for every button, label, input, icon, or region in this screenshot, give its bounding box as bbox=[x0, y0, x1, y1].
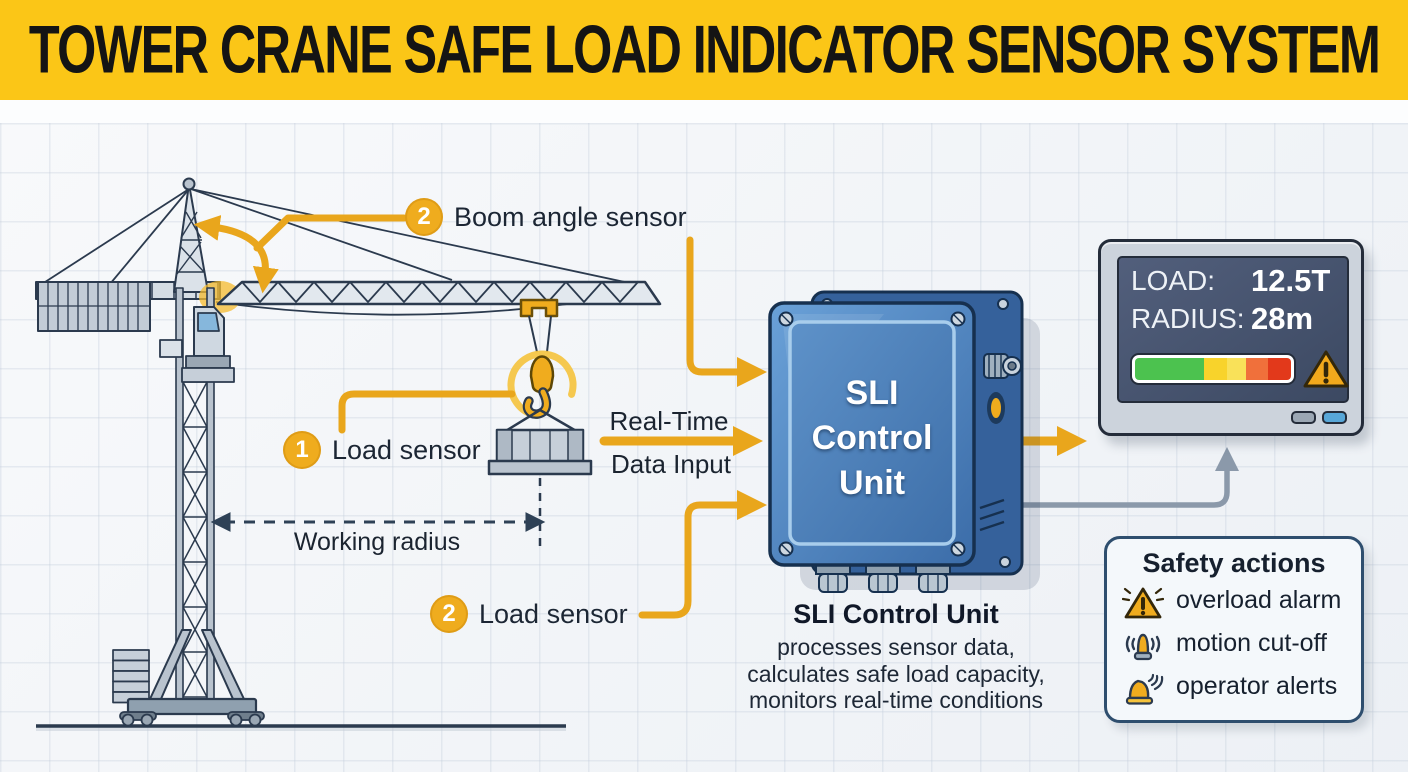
radius-label: RADIUS: bbox=[1131, 303, 1245, 334]
sli-enclosure bbox=[768, 290, 1040, 593]
gauge-segment bbox=[1245, 358, 1268, 380]
working-radius-label: Working radius bbox=[293, 528, 461, 556]
load-sensor-1-label: Load sensor bbox=[332, 434, 481, 465]
sli-caption: SLI Control Unit processes sensor data, … bbox=[716, 599, 1076, 714]
boom-angle-indicator bbox=[193, 214, 408, 294]
header-divider bbox=[0, 100, 1408, 123]
gauge-segment bbox=[1203, 358, 1228, 380]
suspended-load bbox=[487, 428, 593, 476]
badge-2b: 2 bbox=[430, 595, 468, 633]
cable-glands bbox=[815, 564, 951, 593]
realtime-label-line2: Data Input bbox=[611, 449, 731, 479]
gauge-segment bbox=[1135, 358, 1204, 380]
radius-value: 28m bbox=[1251, 301, 1314, 336]
load-value: 12.5T bbox=[1251, 263, 1331, 298]
callout-load-sensor-2: 2 Load sensor bbox=[430, 595, 628, 633]
crane-cables bbox=[41, 188, 653, 316]
badge-1: 1 bbox=[283, 431, 321, 469]
lead-boom-angle-to-sli bbox=[686, 236, 767, 387]
badge-2: 2 bbox=[405, 198, 443, 236]
front-screws bbox=[778, 311, 966, 557]
operator-cab bbox=[159, 306, 235, 383]
lead-load-sensor-2-to-sli bbox=[638, 490, 767, 619]
safety-actions-title: Safety actions bbox=[1142, 548, 1326, 578]
safety-actions-panel: Safety actions overload alarm motion cut… bbox=[1104, 536, 1364, 723]
jib-boom bbox=[216, 280, 662, 306]
realtime-label-line1: Real-Time bbox=[609, 406, 729, 436]
safety-item-overload-alarm: overload alarm bbox=[1107, 579, 1361, 622]
ground-line bbox=[36, 724, 566, 731]
load-sensor-2-label: Load sensor bbox=[479, 598, 628, 629]
boom-angle-sensor-label: Boom angle sensor bbox=[454, 201, 687, 232]
warning-triangle-icon bbox=[1303, 350, 1349, 388]
callout-load-sensor-1: 1 Load sensor bbox=[283, 431, 481, 469]
safety-item-operator-alerts: operator alerts bbox=[1107, 665, 1361, 708]
feedback-arrow bbox=[1017, 447, 1239, 508]
sli-box-title: SLI Control Unit bbox=[811, 374, 933, 502]
hook-assembly bbox=[503, 298, 579, 434]
vent-slots bbox=[979, 498, 1005, 532]
crane-illustration bbox=[35, 177, 662, 727]
working-radius-arrow bbox=[210, 478, 546, 550]
title-banner: TOWER CRANE SAFE LOAD INDICATOR SENSOR S… bbox=[0, 0, 1408, 100]
gauge-segment bbox=[1227, 358, 1246, 380]
alarm-horn-icon bbox=[1125, 673, 1164, 705]
load-gauge bbox=[1130, 353, 1296, 385]
display-button-gray[interactable] bbox=[1291, 411, 1316, 424]
cable-connector bbox=[983, 353, 1022, 379]
siren-icon bbox=[1125, 633, 1161, 660]
lead-load-sensor-1 bbox=[338, 390, 516, 434]
callout-boom-angle-sensor: 2 Boom angle sensor bbox=[405, 198, 687, 236]
gauge-segment bbox=[1267, 358, 1292, 380]
sli-caption-title: SLI Control Unit bbox=[793, 599, 999, 629]
cab-window bbox=[197, 312, 220, 332]
sli-display-monitor: LOAD: 12.5T RADIUS: 28m bbox=[1098, 239, 1364, 436]
load-label: LOAD: bbox=[1131, 265, 1216, 296]
warning-triangle-icon bbox=[1122, 587, 1164, 618]
safety-item-motion-cutoff: motion cut-off bbox=[1107, 622, 1361, 665]
page-title: TOWER CRANE SAFE LOAD INDICATOR SENSOR S… bbox=[28, 12, 1381, 88]
sensor-leads bbox=[338, 236, 1087, 619]
display-button-blue[interactable] bbox=[1322, 411, 1347, 424]
crane-base bbox=[112, 629, 265, 727]
display-screen: LOAD: 12.5T RADIUS: 28m bbox=[1117, 256, 1349, 403]
